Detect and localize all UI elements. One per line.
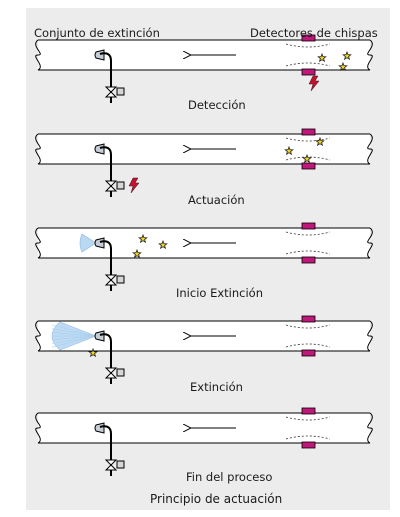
valve-actuator-icon: [116, 87, 125, 96]
stage-1-caption: Detección: [188, 98, 246, 112]
spark-1: [138, 233, 148, 244]
supply-pipe: [99, 52, 112, 86]
pipe-stage-5: [35, 407, 373, 476]
water-spray: [79, 233, 97, 253]
spark-2: [158, 239, 168, 250]
nozzle-icon: [94, 237, 105, 249]
valve-icon: [104, 86, 118, 98]
footer-caption: Principio de actuación: [150, 492, 283, 506]
nozzle-icon: [94, 143, 105, 155]
spark-3: [338, 61, 348, 72]
valve-actuator-icon: [116, 275, 125, 284]
detection-arc-bottom: [285, 156, 331, 161]
stage-5-caption: Fin del proceso: [186, 470, 273, 484]
nozzle-icon: [94, 49, 105, 61]
detection-arc-bottom: [285, 435, 331, 440]
stage-3-caption: Inicio Extinción: [176, 286, 263, 300]
detector-top: [301, 34, 316, 42]
valve-actuator-icon: [116, 181, 125, 190]
supply-pipe: [99, 240, 112, 274]
supply-pipe: [99, 146, 112, 180]
valve-actuator-icon: [116, 460, 125, 469]
detector-bottom: [301, 349, 316, 357]
spark-3: [132, 248, 142, 259]
detection-arc-top: [285, 324, 331, 329]
pipe-right-break: [367, 412, 373, 444]
spark-1: [284, 145, 294, 156]
detection-arc-bottom: [285, 343, 331, 348]
detector-bottom: [301, 441, 316, 449]
lightning-icon: [308, 75, 320, 92]
spray-line: [51, 335, 97, 348]
spark-3: [302, 153, 312, 164]
spark-1: [88, 347, 98, 358]
spark-2: [315, 136, 325, 147]
nozzle-icon: [94, 422, 105, 434]
spray-line: [51, 324, 97, 337]
pipe-stage-1: [35, 34, 373, 103]
pipe-left-break: [35, 320, 41, 352]
pipe-left-break: [35, 39, 41, 71]
stage-4-caption: Extinción: [190, 380, 243, 394]
pipe-stage-2: [35, 128, 373, 197]
stage-2-caption: Actuación: [188, 193, 245, 207]
valve-icon: [104, 274, 118, 286]
pipe-right-break: [367, 133, 373, 165]
detection-arc-top: [285, 416, 331, 421]
lightning-icon: [128, 177, 140, 194]
pipe-right-break: [367, 227, 373, 259]
pipe-right-break: [367, 320, 373, 352]
nozzle-icon: [94, 330, 105, 342]
spark-1: [317, 52, 327, 63]
detector-bottom: [301, 256, 316, 264]
detection-arc-bottom: [285, 62, 331, 67]
supply-pipe: [99, 425, 112, 459]
pipe-left-break: [35, 133, 41, 165]
pipe-right-break: [367, 39, 373, 71]
spray-line: [51, 332, 97, 337]
detector-bottom: [301, 162, 316, 170]
valve-icon: [104, 367, 118, 379]
detector-top: [301, 315, 316, 323]
supply-pipe: [99, 333, 112, 367]
detector-top: [301, 407, 316, 415]
detection-arc-top: [285, 231, 331, 236]
spray-line: [51, 328, 97, 337]
valve-actuator-icon: [116, 368, 125, 377]
detection-arc-top: [285, 137, 331, 142]
pipe-left-break: [35, 412, 41, 444]
detection-arc-bottom: [285, 250, 331, 255]
spray-line: [51, 335, 97, 344]
pipe-left-break: [35, 227, 41, 259]
detector-top: [301, 222, 316, 230]
detection-arc-top: [285, 43, 331, 48]
spray-line: [51, 335, 97, 341]
valve-icon: [104, 459, 118, 471]
detector-top: [301, 128, 316, 136]
valve-icon: [104, 180, 118, 192]
detector-bottom: [301, 68, 316, 76]
pipe-stage-4: [35, 315, 373, 384]
header-extinction-set: Conjunto de extinción: [34, 26, 160, 40]
spark-2: [342, 50, 352, 61]
pipe-stage-3: [35, 222, 373, 291]
header-spark-detectors: Detectores de chispas: [250, 26, 378, 40]
